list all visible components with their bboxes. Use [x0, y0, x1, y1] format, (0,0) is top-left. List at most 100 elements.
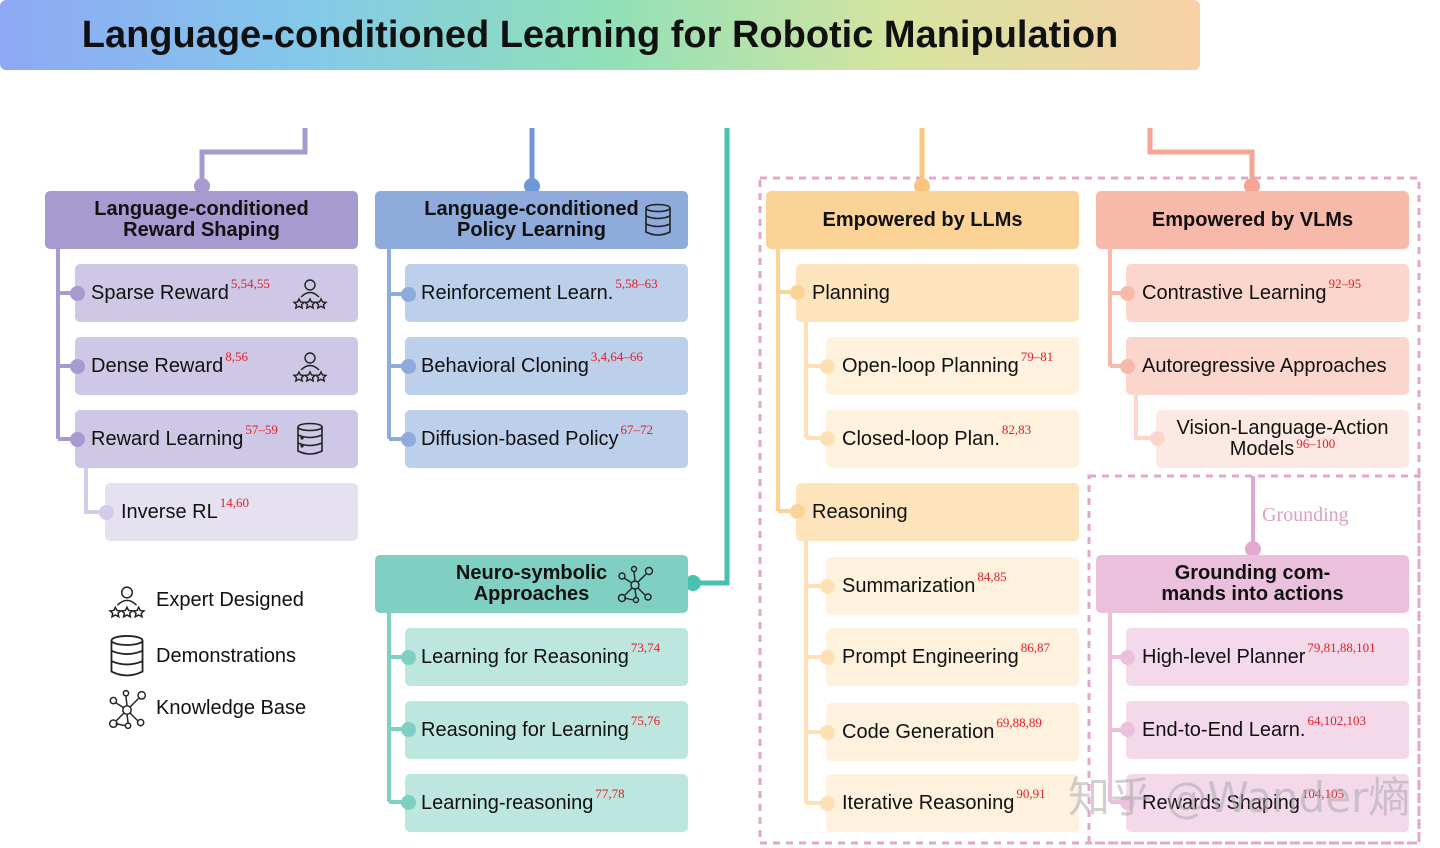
- reward-shaping-header: Language-conditioned Reward Shaping: [45, 191, 358, 249]
- reinforcement-learning-refs: 5,58–63: [615, 275, 658, 291]
- prompt-engineering-refs: 86,87: [1020, 639, 1051, 655]
- high-level-planner-label: High-level Planner: [1142, 645, 1306, 668]
- reasoning-box: Reasoning: [796, 483, 1079, 541]
- branch-dot: [790, 504, 805, 519]
- learning-reasoning-refs: 77,78: [595, 785, 625, 801]
- branch-dot: [1120, 286, 1135, 301]
- policy-header-line2: Policy Learning: [457, 219, 606, 241]
- autoregressive-label: Autoregressive Approaches: [1142, 354, 1387, 377]
- inverse-rl-label: Inverse RL: [121, 500, 218, 523]
- vlm-header: Empowered by VLMs: [1096, 191, 1409, 249]
- autoregressive-box: Autoregressive Approaches: [1126, 337, 1409, 395]
- rewards-shaping-refs: 104,105: [1301, 785, 1345, 801]
- branch-dot: [820, 579, 835, 594]
- reward-learning-label: Reward Learning: [91, 427, 244, 450]
- iterative-reasoning-label: Iterative Reasoning: [842, 791, 1015, 814]
- knowledge-base-icon: [108, 689, 147, 730]
- end-to-end-refs: 64,102,103: [1307, 712, 1366, 728]
- contrastive-learning-label: Contrastive Learning: [1142, 281, 1327, 304]
- branch-dot: [820, 650, 835, 665]
- grounding-header-line2: mands into actions: [1161, 583, 1344, 605]
- code-generation-refs: 69,88,89: [996, 714, 1042, 730]
- reasoning-for-learning-refs: 75,76: [630, 712, 661, 728]
- dense-reward-refs: 8,56: [225, 348, 249, 364]
- sparse-reward-refs: 5,54,55: [230, 275, 270, 291]
- branch-dot: [70, 432, 85, 447]
- branch-dot: [1120, 650, 1135, 665]
- inverse-rl-refs: 14,60: [219, 494, 249, 510]
- legend-demonstrations-label: Demonstrations: [156, 645, 297, 667]
- reward-header-line1: Language-conditioned: [94, 198, 309, 220]
- reinforcement-learning-box: Reinforcement Learn.5,58–63: [405, 264, 688, 322]
- policy-header-line1: Language-conditioned: [424, 198, 639, 220]
- branch-dot: [70, 286, 85, 301]
- iterative-reasoning-refs: 90,91: [1016, 785, 1046, 801]
- policy-learning-header: Language-conditioned Policy Learning: [375, 191, 688, 249]
- behavioral-cloning-label: Behavioral Cloning: [421, 354, 589, 377]
- branch-dot: [401, 795, 416, 810]
- expert-designed-icon: [292, 279, 328, 310]
- open-loop-planning-refs: 79–81: [1020, 348, 1054, 364]
- branch-dot: [1150, 431, 1165, 446]
- contrastive-learning-refs: 92–95: [1328, 275, 1362, 291]
- branch-dot: [1120, 359, 1135, 374]
- learning-reasoning-label: Learning-reasoning: [421, 791, 594, 814]
- neuro-symbolic-header: Neuro-symbolic Approaches: [375, 555, 688, 613]
- demonstrations-icon: [645, 203, 671, 236]
- branch-dot: [1120, 722, 1135, 737]
- branch-dot: [820, 796, 835, 811]
- reward-learning-refs: 57–59: [245, 421, 278, 437]
- branch-dot: [401, 722, 416, 737]
- branch-dot: [790, 285, 805, 300]
- reinforcement-learning-label: Reinforcement Learn.: [421, 281, 614, 304]
- neuro-header-line2: Approaches: [473, 583, 590, 605]
- closed-loop-plan-box: Closed-loop Plan.82,83: [826, 410, 1079, 468]
- reasoning-label: Reasoning: [812, 500, 908, 523]
- legend-expert-label: Expert Designed: [156, 589, 304, 611]
- diffusion-policy-refs: 67–72: [620, 421, 654, 437]
- behavioral-cloning-refs: 3,4,64–66: [590, 348, 643, 364]
- end-to-end-label: End-to-End Learn.: [1142, 718, 1306, 741]
- branch-dot: [99, 505, 114, 520]
- reward-header-line2: Reward Shaping: [123, 219, 280, 241]
- expert-designed-icon: [292, 352, 328, 383]
- high-level-planner-refs: 79,81,88,101: [1307, 639, 1376, 655]
- grounding-header: Grounding com- mands into actions: [1096, 555, 1409, 613]
- branch-dot: [820, 725, 835, 740]
- planning-box: Planning: [796, 264, 1079, 322]
- planning-label: Planning: [812, 281, 890, 304]
- demonstrations-icon: [110, 635, 144, 677]
- learning-for-reasoning-label: Learning for Reasoning: [421, 645, 629, 668]
- learning-for-reasoning-refs: 73,74: [630, 639, 661, 655]
- vla-line2: Models: [1229, 438, 1295, 460]
- branch-dot: [820, 359, 835, 374]
- branch-dot: [820, 431, 835, 446]
- neuro-header-line1: Neuro-symbolic: [455, 562, 608, 584]
- vla-refs: 96–100: [1296, 436, 1336, 451]
- diagram-title: Language-conditioned Learning for Roboti…: [0, 0, 1200, 70]
- llm-header: Empowered by LLMs: [766, 191, 1079, 249]
- end-to-end-box: End-to-End Learn.64,102,103: [1126, 701, 1409, 759]
- prompt-engineering-label: Prompt Engineering: [842, 645, 1019, 668]
- rewards-shaping-label: Rewards Shaping: [1142, 791, 1300, 814]
- legend-knowledge-base-label: Knowledge Base: [156, 697, 307, 719]
- diffusion-policy-label: Diffusion-based Policy: [421, 427, 619, 450]
- reasoning-for-learning-label: Reasoning for Learning: [421, 718, 629, 741]
- branch-dot: [70, 359, 85, 374]
- summarization-refs: 84,85: [977, 568, 1007, 584]
- grounding-link-label: Grounding: [1262, 504, 1349, 526]
- grounding-header-line1: Grounding com-: [1174, 562, 1331, 584]
